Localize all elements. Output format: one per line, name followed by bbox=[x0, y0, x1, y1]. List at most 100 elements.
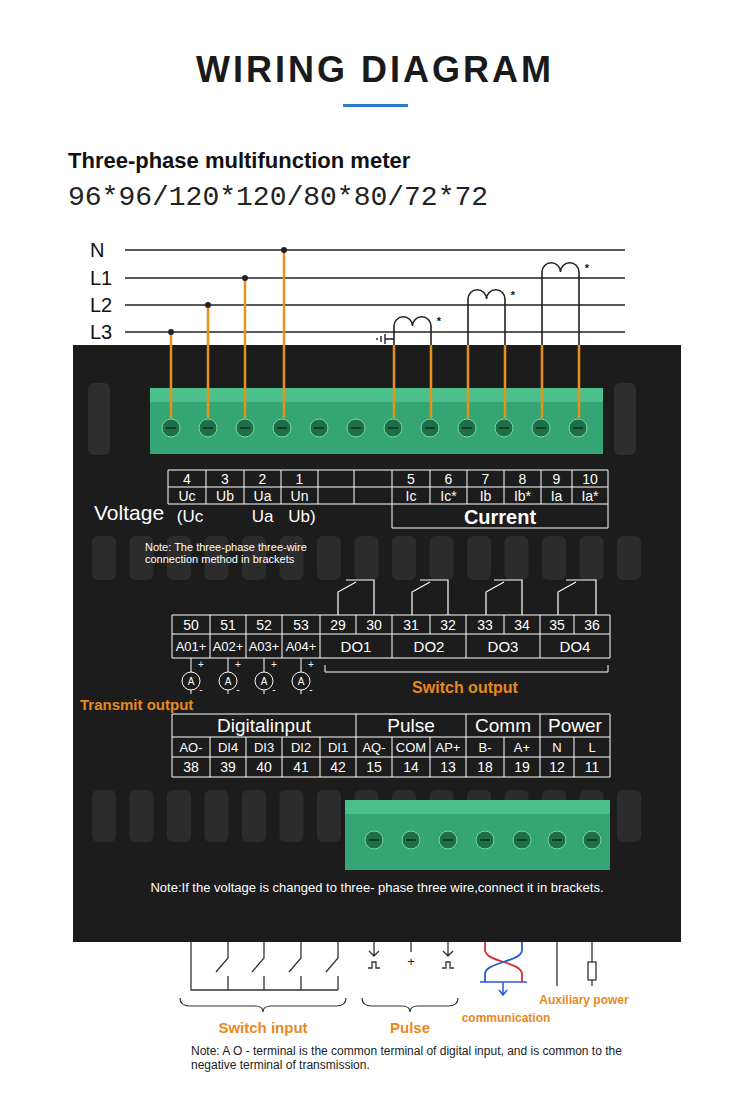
terminal-number: 41 bbox=[282, 757, 320, 777]
polarity-mark: * bbox=[508, 289, 518, 301]
vents bbox=[88, 383, 641, 842]
vent bbox=[542, 536, 566, 580]
screw-slot bbox=[351, 427, 361, 429]
ammeter-symbol: A bbox=[221, 675, 235, 687]
screw-slot bbox=[536, 427, 546, 429]
ammeter-circle bbox=[255, 672, 273, 690]
line-name: L3 bbox=[90, 320, 120, 344]
terminal-screw bbox=[236, 419, 254, 437]
group-heading: Power bbox=[540, 714, 610, 737]
terminal-number: 42 bbox=[320, 757, 356, 777]
vent bbox=[505, 536, 529, 580]
group-heading: Pulse bbox=[356, 714, 466, 737]
vent bbox=[317, 536, 341, 580]
terminal-number: 11 bbox=[574, 757, 610, 777]
panel-note: Note:If the voltage is changed to three-… bbox=[100, 876, 654, 898]
terminal-number: 7 bbox=[467, 470, 504, 487]
signal-name: AQ- bbox=[356, 737, 392, 757]
polarity-mark: * bbox=[434, 315, 444, 327]
signal-name: DO2 bbox=[392, 634, 466, 658]
terminal-screw bbox=[402, 831, 420, 849]
terminal-number: 34 bbox=[504, 615, 540, 634]
signal-name: A01+ bbox=[172, 634, 210, 658]
signal-name: DI3 bbox=[246, 737, 282, 757]
twisted-pair bbox=[485, 942, 522, 982]
table-grid bbox=[168, 470, 608, 528]
vent bbox=[88, 383, 110, 455]
vent bbox=[392, 536, 416, 580]
ammeter-circle bbox=[182, 672, 200, 690]
junction-dot bbox=[281, 247, 287, 253]
relay-contacts bbox=[338, 580, 596, 615]
signal-name: DI1 bbox=[320, 737, 356, 757]
screw-slot bbox=[240, 427, 250, 429]
terminal-number: 38 bbox=[172, 757, 210, 777]
fuse-symbol bbox=[588, 962, 596, 980]
ground-symbol bbox=[377, 334, 394, 344]
terminal-number: 32 bbox=[430, 615, 466, 634]
group-heading: Digitalinput bbox=[172, 714, 356, 737]
screw-slot bbox=[552, 839, 562, 841]
terminal-number: 3 bbox=[206, 470, 244, 487]
screw-slot bbox=[314, 427, 324, 429]
screw-slot bbox=[499, 427, 509, 429]
group-heading: Current bbox=[392, 506, 608, 528]
terminal-number: 40 bbox=[246, 757, 282, 777]
ammeter-leads bbox=[191, 658, 301, 694]
signal-name: Ib* bbox=[504, 487, 541, 504]
switch-input-symbols bbox=[191, 942, 338, 990]
terminal-screw bbox=[495, 419, 513, 437]
meter-wires bbox=[171, 345, 579, 418]
power-wires bbox=[557, 942, 592, 986]
signal-name: Ub) bbox=[281, 506, 323, 528]
polarity-mark: * bbox=[582, 262, 592, 274]
terminal-screw bbox=[365, 831, 383, 849]
ammeter-symbol: A bbox=[294, 675, 308, 687]
polarity-mark: - bbox=[269, 684, 279, 694]
terminal-number: 10 bbox=[572, 470, 608, 487]
junction-dot bbox=[205, 302, 211, 308]
terminal-number: 39 bbox=[210, 757, 246, 777]
vent bbox=[430, 536, 454, 580]
current-transformer bbox=[542, 263, 579, 345]
screw-slot bbox=[388, 427, 398, 429]
signal-name: A03+ bbox=[246, 634, 282, 658]
terminal-number: 29 bbox=[320, 615, 356, 634]
vent bbox=[580, 536, 604, 580]
terminal-screw bbox=[476, 831, 494, 849]
signal-name: DO3 bbox=[466, 634, 540, 658]
vent bbox=[92, 536, 116, 580]
terminal-number: 31 bbox=[392, 615, 430, 634]
signal-name: DI2 bbox=[282, 737, 320, 757]
terminal-screw bbox=[513, 831, 531, 849]
screw-slot bbox=[587, 839, 597, 841]
terminal-number: 50 bbox=[172, 615, 210, 634]
subtitle: Three-phase multifunction meter bbox=[68, 146, 488, 176]
polarity-mark: + bbox=[306, 659, 316, 670]
terminal-number: 6 bbox=[430, 470, 467, 487]
screw-slot bbox=[369, 839, 379, 841]
terminal-number: 35 bbox=[540, 615, 574, 634]
screw-slot bbox=[406, 839, 416, 841]
vent bbox=[167, 790, 191, 842]
terminal-number: 4 bbox=[168, 470, 206, 487]
table-grid bbox=[172, 615, 610, 658]
vent bbox=[617, 536, 641, 580]
screw-slot bbox=[166, 427, 176, 429]
screw-slot bbox=[425, 427, 435, 429]
signal-name: DI4 bbox=[210, 737, 246, 757]
terminal-number: 18 bbox=[466, 757, 504, 777]
polarity-mark: + bbox=[405, 954, 417, 968]
signal-name: DO1 bbox=[320, 634, 392, 658]
terminal-screw bbox=[199, 419, 217, 437]
voltage-heading: Voltage bbox=[94, 498, 169, 528]
footnote: Note: A O - terminal is the common termi… bbox=[191, 1044, 631, 1072]
twisted-pair bbox=[485, 942, 522, 982]
screw-slot bbox=[443, 839, 453, 841]
section-label: Transmit output bbox=[80, 696, 195, 713]
polarity-mark: - bbox=[306, 684, 316, 694]
terminal-screw bbox=[347, 419, 365, 437]
terminal-screw bbox=[569, 419, 587, 437]
pulse-symbols bbox=[368, 942, 454, 968]
line-name: L2 bbox=[90, 293, 120, 317]
